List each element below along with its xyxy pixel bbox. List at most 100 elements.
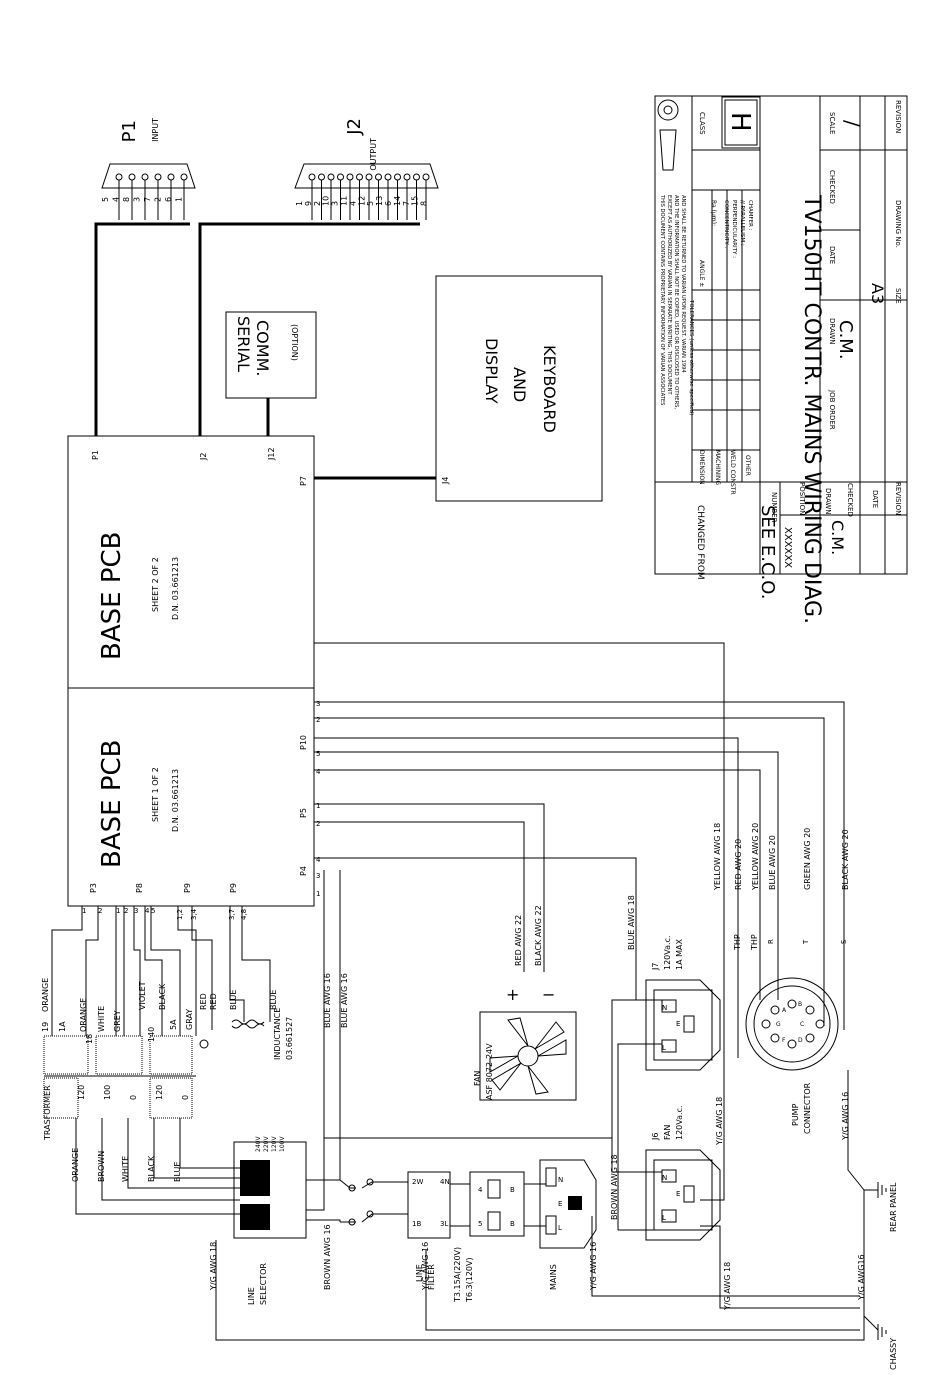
transformer: TRASFORMER INDUCTANCE 03.661527 [43, 1008, 294, 1141]
svg-text:F: F [782, 1037, 786, 1044]
wire-black-awg22: BLACK AWG 22 [534, 905, 543, 966]
svg-text:5: 5 [316, 750, 320, 758]
fuse-label-2: T6.3(120V) [465, 1257, 474, 1303]
ground-wires [215, 1070, 887, 1341]
display-label-2: AND [510, 367, 529, 402]
pcb2-sheet: SHEET 2 OF 2 [151, 557, 160, 612]
chamfer-label: CHAMFER : [747, 200, 753, 231]
p1-pin-6: 6 [164, 197, 173, 202]
svg-text:GRAY: GRAY [185, 1009, 194, 1030]
svg-text:120: 120 [155, 1085, 164, 1100]
p9-pin-labels: 1,2 3,4 3,7 4,8 [176, 908, 248, 920]
wire-green-awg20: GREEN AWG 20 [803, 828, 812, 890]
svg-text:BLUE: BLUE [269, 990, 278, 1010]
j2-label: J2 [344, 118, 365, 136]
svg-text:4: 4 [478, 1186, 483, 1194]
wire-red-awg22: RED AWG 22 [514, 915, 523, 966]
wire-yg-awg16-d: Y/G AWG16 [857, 1254, 866, 1301]
volt-220: 220V [263, 1136, 270, 1152]
j7-label-3: 1A MAX [675, 939, 684, 970]
j6-label-2: FAN [663, 1125, 672, 1140]
fuse-label-1: T3.15A(220V) [453, 1247, 462, 1303]
svg-text:100: 100 [103, 1085, 112, 1100]
inductance-label-1: INDUCTANCE [273, 1008, 282, 1060]
date-label: DATE [871, 490, 879, 508]
svg-text:ORANGE: ORANGE [79, 998, 88, 1032]
svg-text:WHITE: WHITE [97, 1006, 106, 1032]
svg-text:120: 120 [77, 1085, 86, 1100]
port-p10: P10 [299, 735, 308, 750]
wire-brown-awg16: BROWN AWG 16 [323, 1224, 332, 1290]
number-label: NUMBER [770, 492, 778, 523]
svg-text:5A: 5A [169, 1019, 178, 1030]
svg-text:3: 3 [134, 907, 138, 915]
svg-text:1: 1 [316, 890, 320, 898]
svg-text:L: L [662, 1214, 666, 1222]
svg-text:19: 19 [41, 1022, 50, 1032]
j2-pin-12: 12 [357, 196, 366, 206]
svg-text:E: E [676, 1190, 680, 1198]
p1-pin-5: 5 [101, 197, 110, 202]
svg-text:2: 2 [124, 907, 128, 915]
ra-label: Ra (µm): [710, 200, 717, 226]
j6-socket: N E L J6 FAN 120Va.c. [645, 1105, 721, 1241]
svg-text:4: 4 [316, 856, 321, 864]
p1-pin-8: 8 [122, 197, 131, 202]
port-p4: P4 [299, 866, 308, 876]
svg-text:2: 2 [98, 907, 102, 915]
pump-label-2: CONNECTOR [803, 1082, 812, 1134]
svg-text:1: 1 [82, 907, 86, 915]
svg-text:5 7 8 9: 5 7 8 9 [240, 1189, 265, 1197]
scale-label: SCALE [828, 112, 836, 134]
wire-yg-awg16-b: Y/G AWG 16 [589, 1242, 598, 1291]
svg-text:E: E [676, 1020, 680, 1028]
scale-value: / [840, 120, 864, 127]
machining-label: MACHINING [714, 450, 721, 485]
svg-text:1: 1 [316, 802, 320, 810]
j2-pin-8: 8 [420, 201, 429, 206]
volt-100: 100V [279, 1136, 286, 1152]
number-value: XXXXXX [782, 527, 793, 568]
svg-text:18: 18 [85, 1034, 94, 1044]
line-filter-label-2: FILTER [427, 1264, 436, 1290]
dimension-label: DIMENSION [698, 450, 705, 485]
projection-icon [657, 99, 679, 121]
svg-text:4: 4 [145, 907, 150, 915]
class-label: CLASS [698, 112, 706, 135]
port-p7: P7 [299, 476, 308, 486]
svg-text:3: 3 [316, 700, 320, 708]
j2-pin-1: 1 [295, 201, 304, 206]
mains-inlet: N E L MAINS [539, 1159, 597, 1290]
svg-text:2: 2 [316, 820, 320, 828]
p1-pin-1: 1 [175, 197, 184, 202]
svg-text:T: T [802, 939, 810, 945]
revision-label: REVISION [894, 482, 902, 515]
base-pcb: BASE PCB SHEET 2 OF 2 D.N. 03.661213 BAS… [67, 435, 315, 907]
transformer-wires [51, 906, 341, 1222]
fan-label-2: ASF 8072-24V [485, 1043, 494, 1100]
drawn-label: DRAWN [824, 488, 832, 515]
svg-text:1: 1 [116, 907, 120, 915]
see-eco: SEE E.C.O. [757, 505, 778, 599]
job-order-label: JOB ORDER [828, 389, 836, 430]
svg-text:4: 4 [316, 768, 321, 776]
serial-label-3: (OPTION) [290, 324, 299, 361]
svg-text:A: A [782, 1007, 787, 1014]
svg-text:ORANGE: ORANGE [41, 978, 50, 1012]
title-block-frame [654, 95, 908, 575]
position-label: POSITION [798, 482, 806, 515]
proprietary-line-3: AND THE INFORMATION SHALL NOT BE COPIED,… [673, 195, 679, 409]
p1-pin-4: 4 [112, 197, 121, 202]
drawn2-value: C.M. [835, 320, 856, 360]
j2-pin-14: 14 [393, 196, 402, 206]
port-p8: P8 [135, 883, 144, 893]
p1-pin-7: 7 [143, 197, 152, 202]
svg-text:N: N [558, 1176, 563, 1184]
tolerances-label: TOLERANCES (unless otherwise specified) [688, 299, 694, 415]
port-p9a: P9 [183, 883, 192, 893]
